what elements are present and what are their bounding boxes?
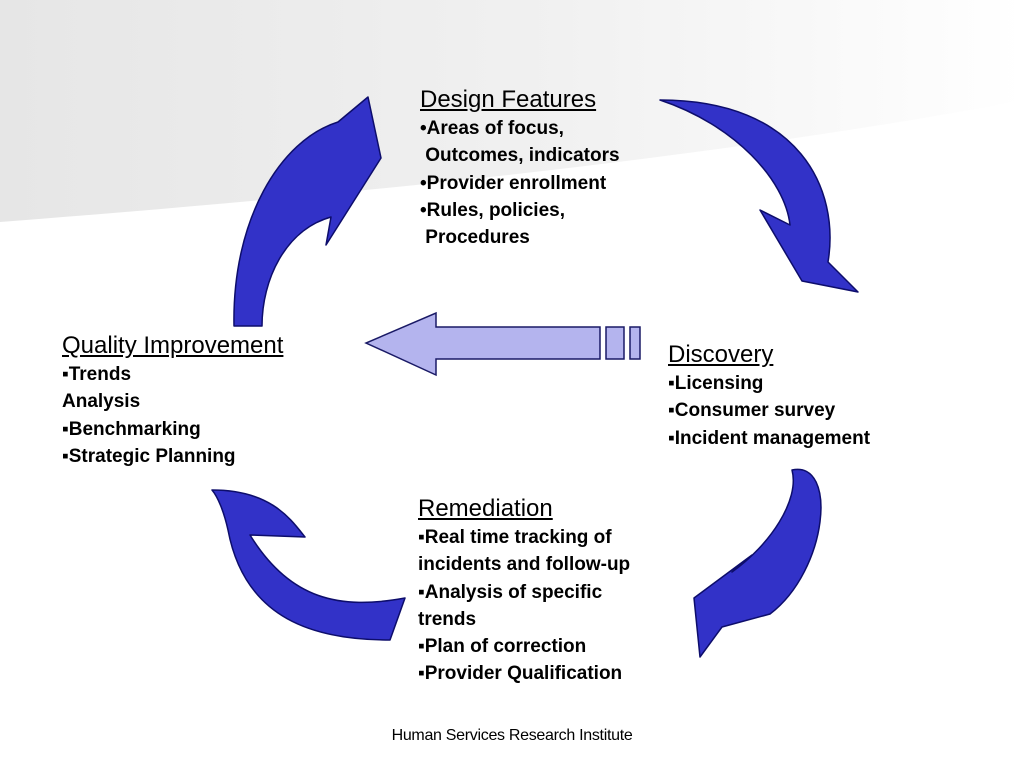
flow-arrow-dash-2 bbox=[605, 326, 625, 360]
remediation-block: Remediation ▪Real time tracking of incide… bbox=[418, 494, 630, 688]
list-item: ▪Incident management bbox=[668, 427, 871, 449]
cycle-arrow-top-right bbox=[659, 99, 859, 293]
cycle-arrow-bottom-left bbox=[211, 489, 406, 641]
footer-institute-name: Human Services Research Institute bbox=[391, 727, 633, 744]
discovery-block: Discovery ▪Licensing ▪Consumer survey ▪Inc… bbox=[668, 340, 870, 452]
remediation-heading: Remediation bbox=[418, 495, 553, 522]
discovery-list: ▪Licensing ▪Consumer survey ▪Incident mana… bbox=[668, 370, 870, 452]
design-features-block: Design Features •Areas of focus, Outcome… bbox=[420, 85, 620, 251]
list-item: ▪Strategic Planning bbox=[62, 445, 236, 467]
list-item: ▪Real time tracking of bbox=[418, 527, 612, 548]
design-features-heading: Design Features bbox=[420, 86, 597, 113]
quality-improvement-heading: Quality Improvement bbox=[62, 332, 284, 359]
flow-arrow-dash-1 bbox=[629, 326, 641, 360]
list-item: Outcomes, indicators bbox=[420, 145, 620, 167]
list-item: incidents and follow-up bbox=[418, 554, 631, 576]
list-item: ▪Plan of correction bbox=[418, 636, 587, 658]
background-band bbox=[0, 0, 1024, 222]
cycle-arrow-bottom-right bbox=[693, 468, 822, 658]
list-item: Analysis bbox=[62, 391, 141, 413]
cycle-arrow-top-left bbox=[233, 96, 382, 327]
list-item: ▪Trends bbox=[62, 364, 132, 385]
list-item: •Provider enrollment bbox=[420, 172, 607, 194]
list-item: ▪Consumer survey bbox=[668, 400, 836, 422]
list-item: •Rules, policies, bbox=[420, 199, 565, 221]
list-item: •Areas of focus, bbox=[420, 118, 564, 139]
list-item: trends bbox=[418, 608, 477, 630]
list-item: ▪Licensing bbox=[668, 373, 764, 394]
design-features-list: •Areas of focus, Outcomes, indicators •Pr… bbox=[420, 115, 620, 251]
list-item: Procedures bbox=[420, 227, 530, 249]
remediation-list: ▪Real time tracking of incidents and foll… bbox=[418, 524, 630, 688]
flow-arrow-body bbox=[364, 311, 601, 377]
discovery-heading: Discovery bbox=[668, 341, 774, 368]
list-item: ▪Provider Qualification bbox=[418, 663, 623, 685]
list-item: ▪Benchmarking bbox=[62, 418, 201, 440]
list-item: ▪Analysis of specific bbox=[418, 581, 603, 603]
